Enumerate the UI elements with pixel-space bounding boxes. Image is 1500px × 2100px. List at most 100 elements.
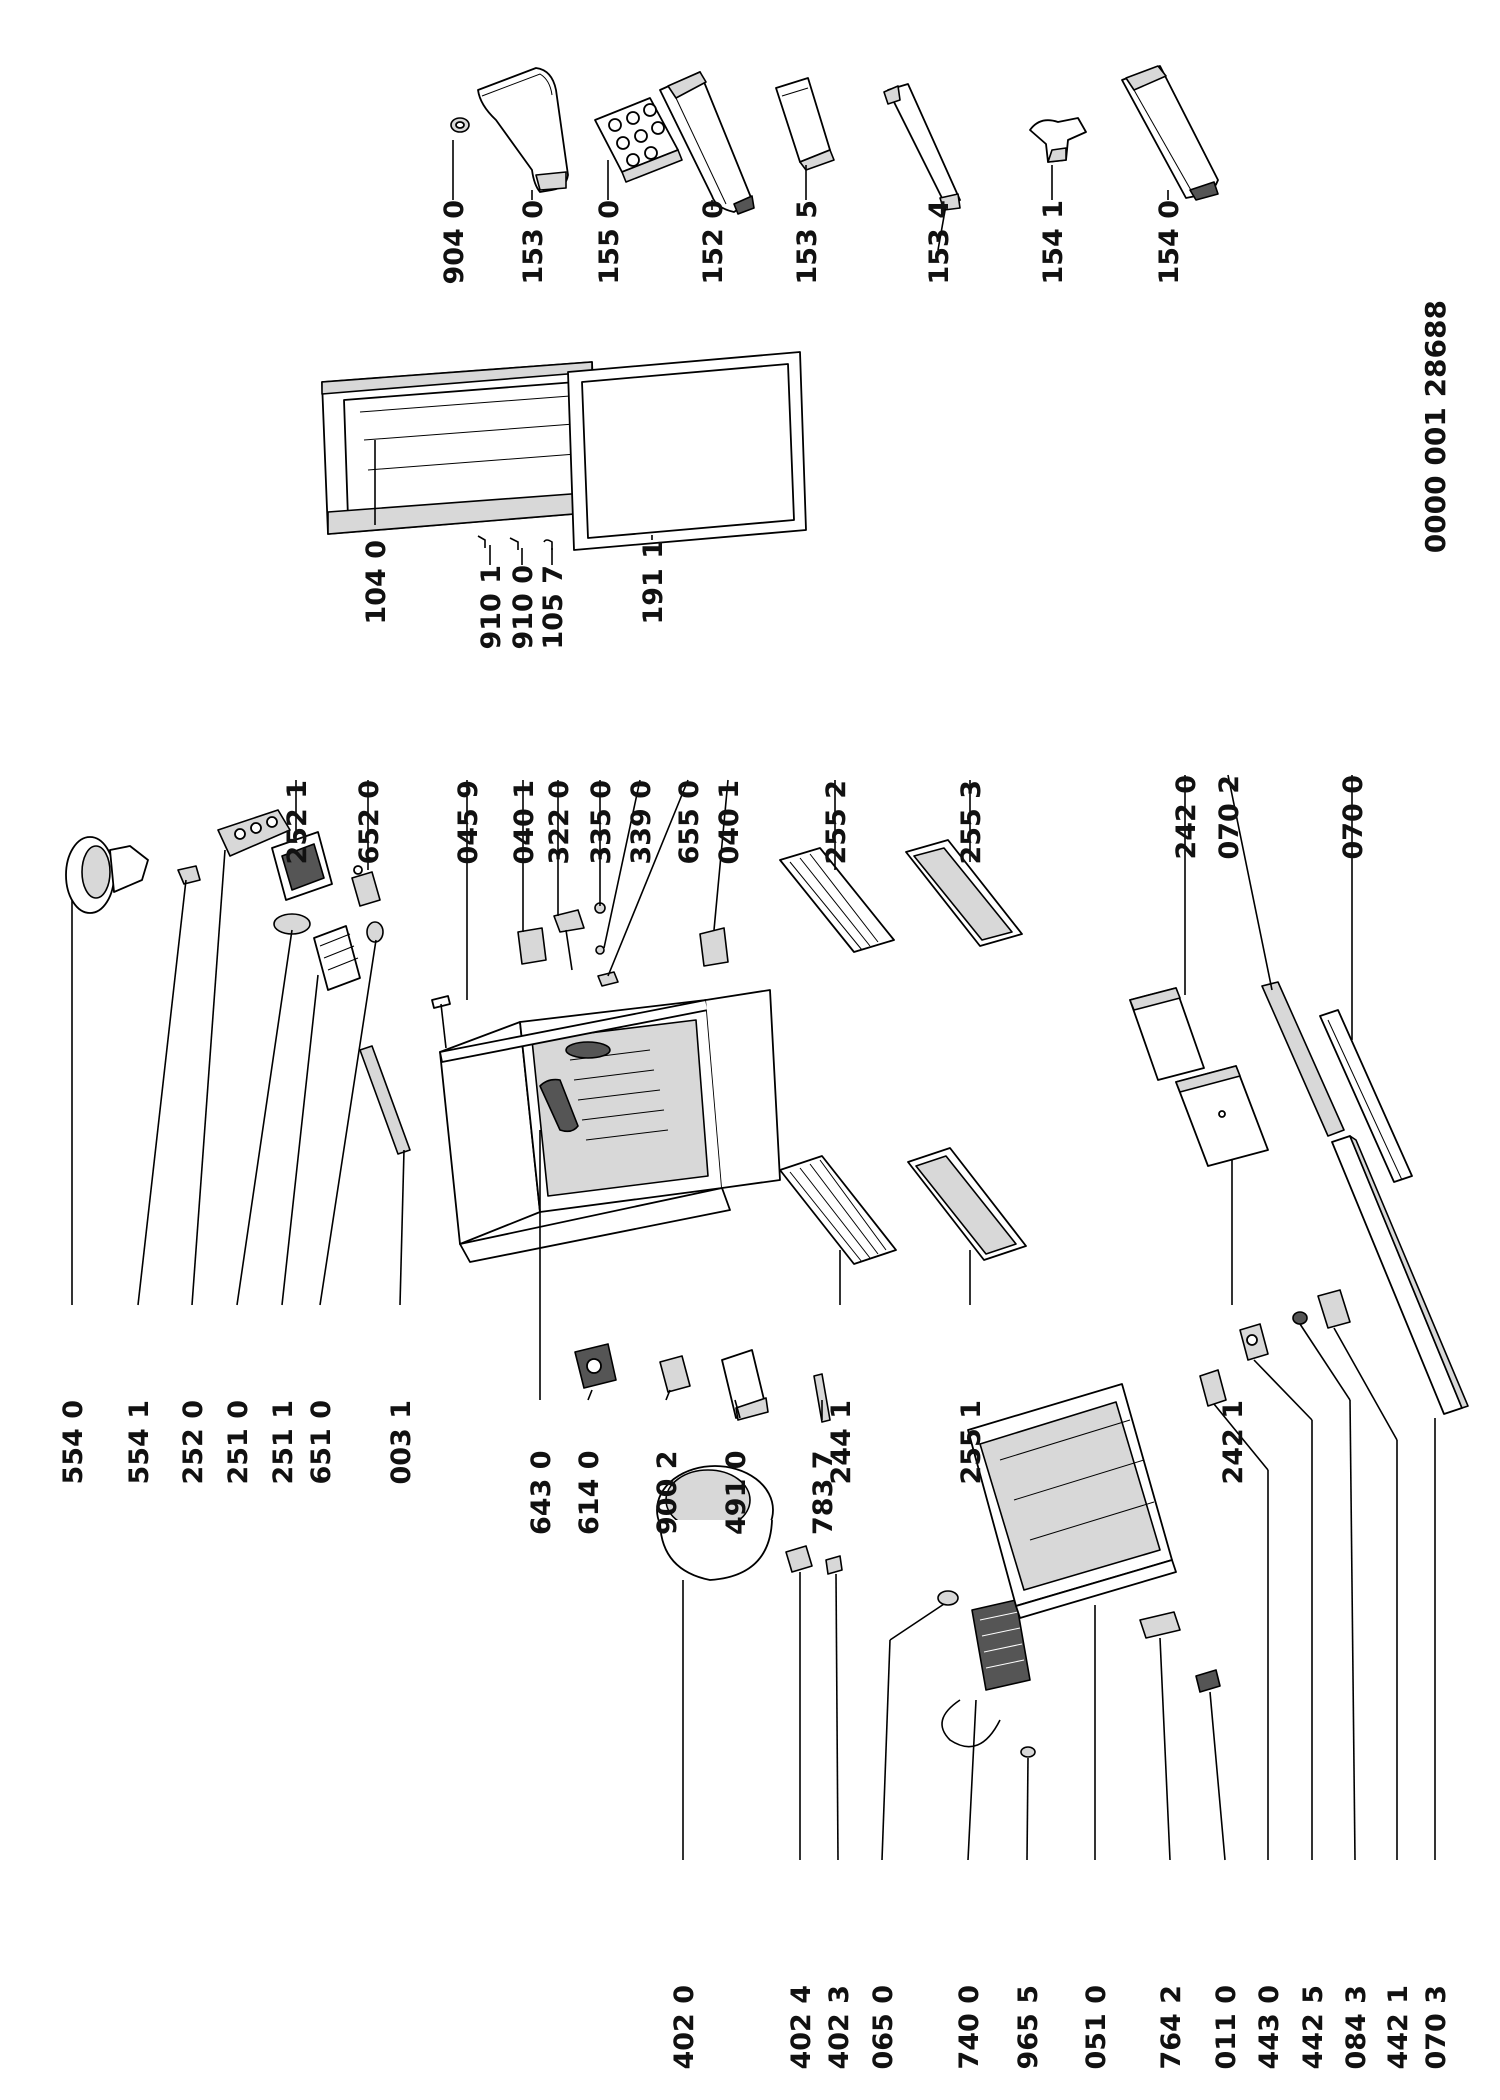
label-003-1: 003 1 [386, 1400, 417, 1485]
label-402-3: 402 3 [824, 1985, 855, 2070]
part-070-0-cover [1319, 1009, 1413, 1183]
label-965-5: 965 5 [1013, 1985, 1044, 2070]
part-040-1-hinge-top [517, 927, 547, 965]
label-251-0: 251 0 [223, 1400, 254, 1485]
part-040-1-hinge-bottom [699, 927, 729, 967]
label-442-1: 442 1 [1383, 1985, 1414, 2070]
label-051-0: 051 0 [1081, 1985, 1112, 2070]
label-244-1: 244 1 [826, 1400, 857, 1485]
part-244-1-wire-shelf [779, 1155, 897, 1265]
part-cabinet [439, 989, 781, 1263]
part-442-1 [1317, 1289, 1351, 1329]
label-154-0: 154 0 [1154, 200, 1185, 285]
part-070-3-base-strip [1331, 1135, 1469, 1415]
part-554-1-clip [177, 865, 201, 885]
label-242-0: 242 0 [1171, 775, 1202, 860]
parts-335-339-small [594, 902, 606, 955]
part-491-0 [721, 1349, 769, 1421]
part-402-0-compressor [656, 1465, 774, 1581]
label-652-0: 652 0 [354, 780, 385, 865]
label-251-1: 251 1 [268, 1400, 299, 1485]
label-070-2: 070 2 [1214, 775, 1245, 860]
part-643-0-handle [539, 1078, 579, 1133]
part-252-1-light-cover [271, 831, 333, 901]
label-252-0: 252 0 [178, 1400, 209, 1485]
label-191-1: 191 1 [638, 540, 669, 625]
label-242-1: 242 1 [1218, 1400, 1249, 1485]
label-152-0: 152 0 [698, 200, 729, 285]
label-900-2: 900 2 [652, 1450, 683, 1535]
label-764-2: 764 2 [1156, 1985, 1187, 2070]
part-255-2-shelf [779, 847, 895, 953]
label-910-1: 910 1 [476, 565, 507, 650]
part-153-4-rail-bar [883, 83, 961, 211]
part-442-5 [1239, 1323, 1269, 1361]
label-252-1: 252 1 [282, 780, 313, 865]
part-084-3 [1292, 1311, 1308, 1325]
label-011-0: 011 0 [1211, 1985, 1242, 2070]
part-322-0-hinge-pin [553, 909, 585, 971]
part-965-5 [1020, 1746, 1036, 1758]
label-105-7: 105 7 [538, 565, 569, 650]
label-443-0: 443 0 [1254, 1985, 1285, 2070]
label-153-5: 153 5 [792, 200, 823, 285]
part-652-0-switch [351, 865, 381, 907]
part-651-0-bulb [366, 921, 384, 943]
label-339-0: 339 0 [626, 780, 657, 865]
label-255-2: 255 2 [821, 780, 852, 865]
part-783-7 [813, 1373, 831, 1423]
label-335-0: 335 0 [586, 780, 617, 865]
part-255-3-shelf [905, 839, 1023, 947]
part-242-0-crisper [1129, 987, 1205, 1081]
part-554-0-thermostat-knob [65, 836, 149, 914]
label-104-0: 104 0 [361, 540, 392, 625]
part-614-0-thermostat [574, 1343, 617, 1389]
part-155-0-egg-tray [594, 97, 683, 183]
label-442-5: 442 5 [1298, 1985, 1329, 2070]
part-104-0-door [321, 361, 599, 535]
label-084-3: 084 3 [1341, 1985, 1372, 2070]
label-153-0: 153 0 [518, 200, 549, 285]
part-045-9-screw [431, 995, 451, 1049]
part-904-0-cap [450, 117, 470, 133]
part-065-0-drier [937, 1590, 959, 1606]
part-191-1-gasket [567, 351, 807, 551]
part-drawings [65, 65, 1469, 1758]
part-242-1-crisper-large [1175, 1065, 1269, 1167]
label-045-9: 045 9 [453, 780, 484, 865]
part-labels: 904 0 153 0 155 0 152 0 153 5 153 4 154 … [58, 200, 1452, 2070]
label-910-0: 910 0 [508, 565, 539, 650]
label-643-0: 643 0 [526, 1450, 557, 1535]
part-764-2 [1139, 1611, 1181, 1639]
part-154-1-clip [1029, 117, 1087, 163]
part-152-0-door-shelf [659, 71, 755, 215]
document-id: 0000 001 28688 [1419, 300, 1452, 553]
label-554-1: 554 1 [124, 1400, 155, 1485]
label-040-1-bottom: 040 1 [714, 780, 745, 865]
part-011-0-screw [1195, 1669, 1221, 1693]
label-153-4: 153 4 [924, 200, 955, 285]
part-153-5-small-rack [775, 77, 835, 171]
part-070-2-cover [1261, 981, 1345, 1137]
part-255-1-glass-shelf [907, 1147, 1027, 1261]
label-065-0: 065 0 [868, 1985, 899, 2070]
label-904-0: 904 0 [439, 200, 470, 285]
label-040-1-top: 040 1 [509, 780, 540, 865]
parts-910-105-hinge-pins [477, 535, 553, 550]
part-900-2 [659, 1355, 691, 1393]
label-155-0: 155 0 [594, 200, 625, 285]
label-255-3: 255 3 [956, 780, 987, 865]
parts-402-relay [785, 1545, 843, 1575]
label-070-0: 070 0 [1338, 775, 1369, 860]
label-554-0: 554 0 [58, 1400, 89, 1485]
label-255-1: 255 1 [956, 1400, 987, 1485]
part-003-1-rod [359, 1045, 411, 1155]
label-402-0: 402 0 [669, 1985, 700, 2070]
label-655-0: 655 0 [674, 780, 705, 865]
label-491-0: 491 0 [721, 1450, 752, 1535]
part-251-1-lamp-cover [313, 925, 361, 991]
label-402-4: 402 4 [786, 1985, 817, 2070]
label-651-0: 651 0 [306, 1400, 337, 1485]
label-322-0: 322 0 [544, 780, 575, 865]
